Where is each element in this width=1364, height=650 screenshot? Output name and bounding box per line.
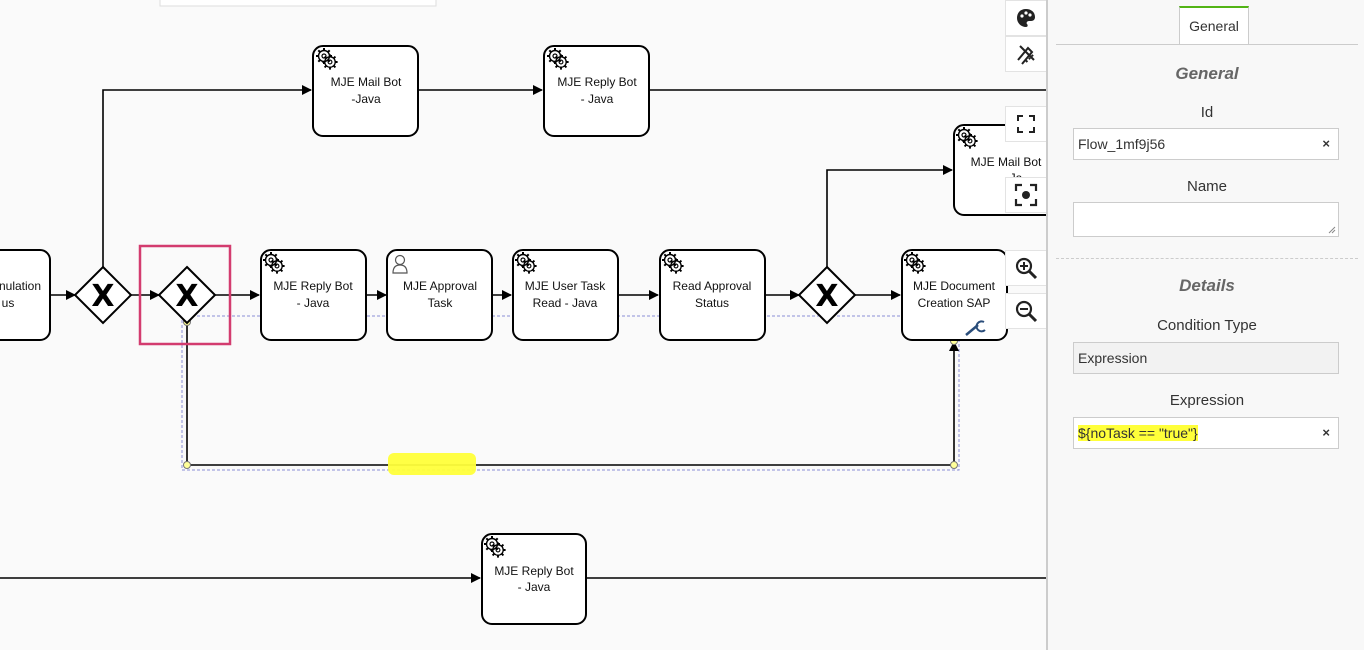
- flow-line[interactable]: [826, 165, 953, 268]
- bpmn-diagram[interactable]: nulation us MJE Mail Bot -Java MJE Reply…: [0, 0, 1046, 650]
- clear-expression-button[interactable]: ×: [1322, 425, 1330, 440]
- id-label: Id: [1200, 104, 1214, 121]
- task-label: - Java: [518, 580, 551, 594]
- lasso-icon[interactable]: [1005, 36, 1046, 72]
- expression-value: ${noTask == "true"}: [1078, 425, 1198, 441]
- task-label: -Java: [351, 92, 381, 106]
- focus-icon[interactable]: [1005, 177, 1046, 213]
- task-reply-bot-top[interactable]: MJE Reply Bot - Java: [543, 45, 650, 137]
- task-document-creation[interactable]: MJE Document Creation SAP: [901, 249, 1008, 341]
- flow-line[interactable]: [102, 85, 312, 268]
- task-label: MJE Reply Bot: [557, 75, 637, 89]
- user-task-icon: [392, 254, 408, 274]
- conditional-flow-line[interactable]: [186, 322, 959, 466]
- group-title-details: Details: [1179, 276, 1235, 295]
- task-user-task-read[interactable]: MJE User Task Read - Java: [512, 249, 619, 341]
- expression-field[interactable]: ${noTask == "true"} ×: [1073, 417, 1339, 449]
- task-label: - Java: [297, 296, 330, 310]
- task-label: nulation: [0, 279, 41, 293]
- condition-type-label: Condition Type: [1157, 317, 1257, 334]
- zoom-in-icon[interactable]: [1005, 250, 1046, 286]
- task-label: MJE User Task: [525, 279, 606, 293]
- sequence-flows[interactable]: [0, 85, 1046, 583]
- palette-icon[interactable]: [1005, 0, 1046, 36]
- fullscreen-icon[interactable]: [1005, 106, 1046, 142]
- highlight-mark: [388, 453, 476, 475]
- task-label: MJE Reply Bot: [273, 279, 353, 293]
- gateway-symbol: X: [815, 279, 838, 314]
- task-mail-bot-top[interactable]: MJE Mail Bot -Java: [312, 45, 419, 137]
- task-label: MJE Approval: [403, 279, 477, 293]
- name-label: Name: [1186, 178, 1227, 195]
- task-label: - Java: [581, 92, 614, 106]
- tab-general[interactable]: General: [1179, 6, 1249, 44]
- expression-label: Expression: [1169, 392, 1245, 409]
- condition-type-select[interactable]: Expression: [1073, 342, 1339, 374]
- task-label: MJE Mail Bot: [971, 155, 1042, 169]
- task-label: Creation SAP: [918, 296, 991, 310]
- task-simulation-partial[interactable]: nulation us: [0, 249, 51, 341]
- task-label: us: [2, 296, 15, 310]
- diagram-canvas[interactable]: nulation us MJE Mail Bot -Java MJE Reply…: [0, 0, 1046, 650]
- task-label: MJE Mail Bot: [331, 75, 402, 89]
- task-approval[interactable]: MJE Approval Task: [386, 249, 493, 341]
- divider: [1056, 258, 1358, 259]
- name-field[interactable]: [1073, 202, 1339, 237]
- task-label: MJE Reply Bot: [494, 564, 574, 578]
- task-read-approval-status[interactable]: Read Approval Status: [659, 249, 766, 341]
- waypoint-handle[interactable]: [183, 461, 191, 469]
- selected-flow[interactable]: [181, 315, 960, 475]
- selection-outline: [181, 315, 960, 471]
- task-label: MJE Document: [913, 279, 996, 293]
- exclusive-gateway[interactable]: X: [797, 265, 857, 325]
- gateway-symbol: X: [175, 279, 198, 314]
- task-label: Status: [695, 296, 729, 310]
- annotation-box: [138, 244, 232, 346]
- clear-id-button[interactable]: ×: [1322, 136, 1330, 151]
- zoom-out-icon[interactable]: [1005, 293, 1046, 329]
- exclusive-gateway-selected[interactable]: X: [138, 244, 232, 346]
- id-value: Flow_1mf9j56: [1078, 136, 1166, 152]
- task-reply-bot-mid[interactable]: MJE Reply Bot - Java: [260, 249, 367, 341]
- task-reply-bot-bottom[interactable]: MJE Reply Bot - Java: [481, 533, 587, 625]
- id-field[interactable]: Flow_1mf9j56 ×: [1073, 128, 1339, 160]
- exclusive-gateway[interactable]: X: [73, 265, 133, 325]
- group-title-general: General: [1175, 64, 1239, 83]
- task-label: Task: [428, 296, 454, 310]
- condition-type-value: Expression: [1078, 350, 1148, 366]
- properties-panel: General General Id Flow_1mf9j56 × Name D…: [1046, 0, 1364, 650]
- waypoint-handle[interactable]: [950, 461, 958, 469]
- gateway-symbol: X: [91, 279, 114, 314]
- task-label: Read Approval: [673, 279, 752, 293]
- panel-tabs: General: [1056, 6, 1358, 45]
- resize-handle-icon[interactable]: [1328, 226, 1336, 234]
- task-label: Read - Java: [533, 296, 598, 310]
- connect-tool-icon[interactable]: [965, 320, 986, 336]
